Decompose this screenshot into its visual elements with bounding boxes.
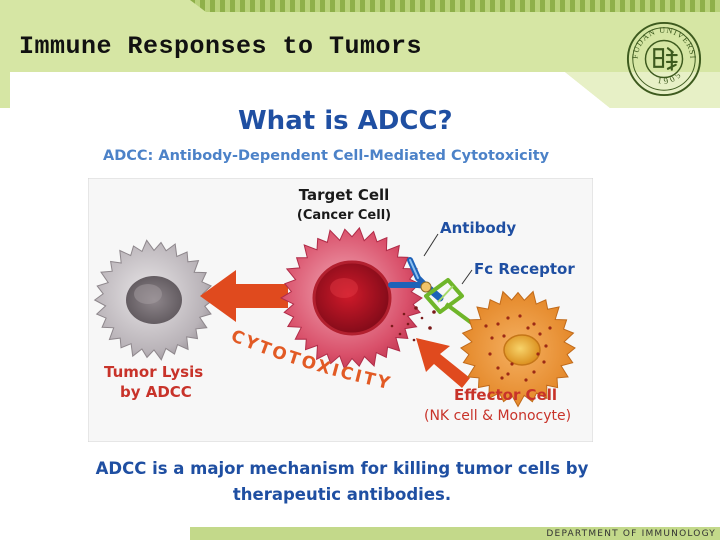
university-seal-logo: FUDAN UNIVERSITY 1905 xyxy=(625,20,702,97)
effector-cell-sublabel: (NK cell & Monocyte) xyxy=(424,408,571,424)
effector-granule xyxy=(496,366,500,370)
antibody-pointer-line xyxy=(423,233,439,257)
figure-caption: ADCC is a major mechanism for killing tu… xyxy=(92,456,592,508)
svg-text:1905: 1905 xyxy=(657,68,685,86)
cytotoxic-granules xyxy=(390,306,436,348)
antibody-label: Antibody xyxy=(440,219,516,237)
fc-receptor-label: Fc Receptor xyxy=(474,260,575,278)
figure-title: What is ADCC? xyxy=(238,106,453,136)
released-granule xyxy=(406,322,410,326)
effector-granule xyxy=(484,324,488,328)
released-granule xyxy=(428,326,432,330)
effector-granule xyxy=(506,316,510,320)
adcc-diagram: Target Cell (Cancer Cell) Antibody Fc Re… xyxy=(88,178,593,442)
effector-granule xyxy=(532,322,536,326)
effector-granule xyxy=(500,376,504,380)
tumor-lysis-label-line2: by ADCC xyxy=(120,383,192,401)
effector-granule xyxy=(518,314,522,318)
target-cancer-cell xyxy=(279,226,423,370)
effector-granule xyxy=(544,344,548,348)
effector-granule xyxy=(536,352,540,356)
svg-text:FUDAN UNIVERSITY: FUDAN UNIVERSITY xyxy=(625,20,697,60)
target-cell-nucleus xyxy=(312,260,392,336)
effector-granule xyxy=(538,332,542,336)
header-band xyxy=(0,0,720,108)
effector-cell-label: Effector Cell xyxy=(454,386,557,404)
released-granule xyxy=(414,306,418,310)
lysed-tumor-cell xyxy=(93,239,214,361)
lysis-arrow xyxy=(200,270,288,322)
effector-granule xyxy=(532,370,536,374)
released-granule xyxy=(412,338,416,342)
released-granule xyxy=(402,312,406,316)
figure-subtitle: ADCC: Antibody-Dependent Cell-Mediated C… xyxy=(103,148,550,164)
effector-granule xyxy=(488,352,492,356)
footer-department: DEPARTMENT OF IMMUNOLOGY xyxy=(546,529,716,539)
effector-granule xyxy=(510,362,514,366)
effector-granule xyxy=(526,326,530,330)
effector-granule xyxy=(548,326,552,330)
fc-receptor-pointer-line xyxy=(461,269,473,285)
slide-title: Immune Responses to Tumors xyxy=(19,32,423,61)
released-granule xyxy=(432,310,436,314)
tumor-lysis-label-line1: Tumor Lysis xyxy=(104,363,203,381)
released-granule xyxy=(398,332,402,336)
effector-granule xyxy=(490,336,494,340)
footer-bar xyxy=(190,527,720,540)
caption-line-1: ADCC is a major mechanism for killing tu… xyxy=(95,459,589,478)
effector-granule xyxy=(542,360,546,364)
effector-granule xyxy=(524,378,528,382)
effector-cell-nucleus xyxy=(503,334,541,366)
effector-cell xyxy=(460,290,576,408)
released-granule xyxy=(420,316,424,320)
cytotoxicity-arrow xyxy=(416,338,470,388)
effector-granule xyxy=(506,372,510,376)
effector-granule xyxy=(502,334,506,338)
caption-line-2: therapeutic antibodies. xyxy=(232,485,452,504)
effector-granule xyxy=(496,322,500,326)
target-cell-sublabel: (Cancer Cell) xyxy=(297,208,391,223)
fc-receptor-icon xyxy=(424,278,475,326)
released-granule xyxy=(390,324,394,328)
target-cell-label: Target Cell xyxy=(299,186,390,204)
